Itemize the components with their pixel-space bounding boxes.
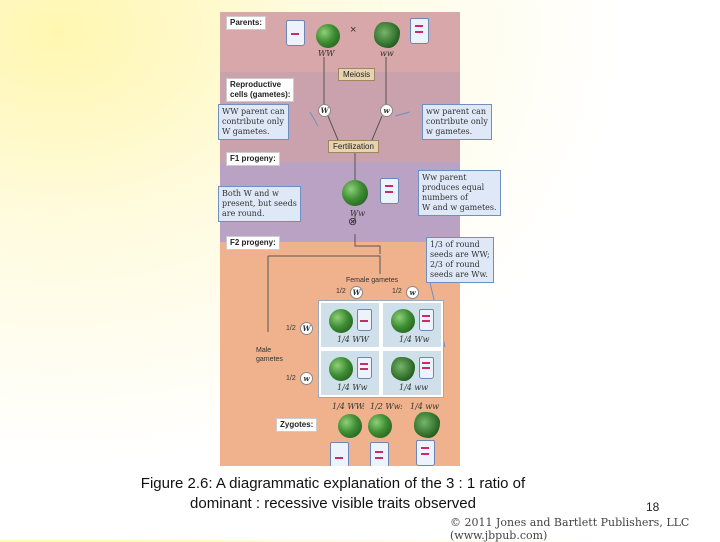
parents-label: Parents: [226,16,267,30]
cross-symbol: × [350,24,357,36]
punnett-cell-label: 1/4 WW [337,335,369,344]
fertilization-label: Fertilization [328,140,379,153]
test-tube-icon [419,357,434,379]
figure-caption: Figure 2.6: A diagrammatic explanation o… [98,474,568,514]
arrow-self-f2 [354,234,381,254]
gamete-W-icon: W [350,286,363,299]
gamete-W-icon: W [300,322,313,335]
parent2-genotype: ww [380,49,394,58]
test-tube-icon [419,309,434,331]
gamete-w-icon: w [380,104,393,117]
callout-ww-dominant: WW parent can contribute only W gametes. [218,104,289,140]
male-gametes-label: Male gametes [256,347,283,363]
round-pea-icon [329,309,353,333]
arrow-layer [267,57,446,348]
test-tube-icon [357,357,372,379]
test-tube-icon [380,178,399,204]
zygote-ratio-2: 1/2 Ww [370,402,401,411]
callout-round-ratio: 1/3 of round seeds are WW; 2/3 of round … [426,237,494,283]
callout-pointer-right [394,111,411,117]
punnett-cell-label: 1/4 ww [399,383,429,392]
self-cross-symbol: ⊗ [348,216,358,228]
zygote-ratio-sep-1: : [362,402,365,411]
female-gametes-label: Female gametes [346,277,399,284]
arrow-gamete1-fertilization [327,115,339,141]
gamete-w-icon: w [300,372,313,385]
round-pea-icon [316,24,340,48]
caption-line-2: dominant : recessive visible traits obse… [190,495,476,512]
gamete-w-icon: w [406,286,419,299]
caption-line-1: Figure 2.6: A diagrammatic explanation o… [140,475,526,492]
zygotes-label: Zygotes: [276,418,318,432]
test-tube-icon [330,442,349,466]
meiosis-label: Meiosis [338,68,376,81]
callout-ww-recessive: ww parent can contribute only w gametes. [422,104,492,140]
round-pea-icon [391,309,415,333]
punnett-square: 1/4 WW 1/4 Ww 1/4 Ww 1/4 ww [318,300,444,398]
test-tube-icon [410,18,429,44]
wrinkled-pea-icon [391,357,415,381]
f1-genotype: Ww [350,209,366,218]
test-tube-icon [357,309,372,331]
male-half-2: 1/2 [286,375,296,382]
callout-both-present: Both W and w present, but seeds are roun… [218,186,301,222]
f2-progeny-label: F2 progeny: [226,236,280,250]
round-pea-icon [368,414,392,438]
callout-ww-gametes: Ww parent produces equal numbers of W an… [418,170,501,216]
punnett-cell: 1/4 Ww [383,303,441,347]
wrinkled-pea-icon [374,22,400,48]
gamete-W-icon: W [318,104,331,117]
zygote-ratio-1: 1/4 WW [332,402,364,411]
punnett-cell-label: 1/4 Ww [337,383,368,392]
test-tube-icon [286,20,305,46]
reproductive-cells-label: Reproductive cells (gametes): [226,78,295,102]
test-tube-icon [370,442,389,466]
zygote-ratio-3: 1/4 ww [410,402,440,411]
round-pea-icon [329,357,353,381]
genetics-figure: Parents: WW × ww Meiosis Reproductive ce… [220,12,460,466]
wrinkled-pea-icon [414,412,440,438]
test-tube-icon [416,440,435,466]
parent1-genotype: WW [318,49,335,58]
copyright-notice: © 2011 Jones and Bartlett Publishers, LL… [450,516,690,542]
page-number: 18 [646,500,660,514]
arrow-to-female [268,255,381,274]
zygote-ratio-sep-2: : [400,402,403,411]
round-pea-icon [338,414,362,438]
arrow-gamete2-fertilization [371,115,383,141]
punnett-cell: 1/4 ww [383,351,441,395]
round-pea-icon [342,180,368,206]
punnett-cell-label: 1/4 Ww [399,335,430,344]
female-half-1: 1/2 [336,288,346,295]
callout-pointer-left [309,111,319,127]
male-half-1: 1/2 [286,325,296,332]
female-half-2: 1/2 [392,288,402,295]
punnett-cell: 1/4 WW [321,303,379,347]
f1-progeny-label: F1 progeny: [226,152,280,166]
punnett-cell: 1/4 Ww [321,351,379,395]
